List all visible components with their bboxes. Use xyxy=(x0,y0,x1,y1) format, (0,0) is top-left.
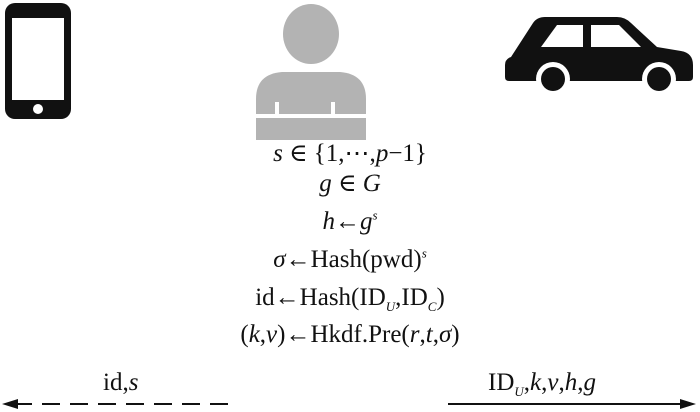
smartphone-icon xyxy=(4,2,72,120)
equation-id-assignment: id←Hash(IDU,IDC) xyxy=(255,284,445,314)
user-icon xyxy=(252,4,370,140)
message-label-to-car: IDU,k,v,h,g xyxy=(488,369,596,399)
equation-s-range: s ∈ {1,⋯,p−1} xyxy=(273,140,427,167)
equation-h-assignment: h←gs xyxy=(322,207,378,235)
solid-arrow-to-car xyxy=(446,396,698,412)
dashed-arrow-to-phone xyxy=(0,396,240,412)
equation-g-in-group: g ∈ G xyxy=(319,170,381,197)
car-icon xyxy=(505,15,695,97)
equation-key-derivation: (k,v)←Hkdf.Pre(r,t,σ) xyxy=(240,321,460,348)
message-label-to-phone: id,s xyxy=(103,369,139,396)
equation-sigma-assignment: σ←Hash(pwd)s xyxy=(273,245,427,273)
